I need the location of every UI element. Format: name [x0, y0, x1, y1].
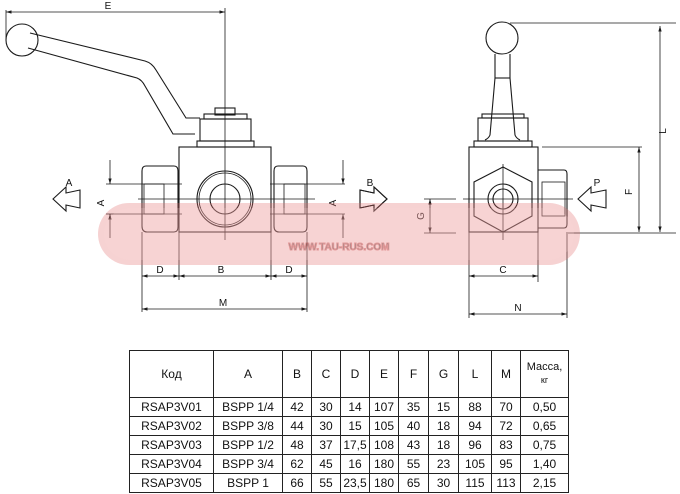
dim-label-a-left: A [96, 199, 107, 206]
col-header-a: A [213, 350, 283, 398]
cell-b: 48 [282, 435, 312, 455]
side-view: L F G P C N [359, 21, 676, 318]
specifications-table: Код A B C D E F G L M Масса, кг RSAP3V01… [129, 350, 569, 493]
cell-m: 113 [491, 473, 521, 493]
cell-mass: 2,15 [520, 473, 569, 493]
mass-label: Масса, [526, 361, 563, 373]
cell-f: 35 [398, 397, 429, 417]
cell-l: 105 [458, 454, 492, 474]
cell-a: BSPP 1/2 [213, 435, 283, 455]
col-header-f: F [398, 350, 429, 398]
watermark-text: WWW.TAU-RUS.COM [289, 242, 390, 253]
cell-d: 14 [340, 397, 370, 417]
cell-g: 18 [428, 416, 459, 436]
cell-code: RSAP3V02 [129, 416, 214, 436]
table-row: RSAP3V02 BSPP 3/8 44 30 15 105 40 18 94 … [129, 416, 569, 436]
table-row: RSAP3V04 BSPP 3/4 62 45 16 180 55 23 105… [129, 454, 569, 474]
front-view: E A [5, 1, 388, 312]
valve-technical-drawing: E A [5, 1, 676, 318]
flow-arrow-b-icon [359, 185, 388, 213]
col-header-m: M [491, 350, 521, 398]
watermark: WWW.TAU-RUS.COM [98, 203, 580, 265]
cell-l: 88 [458, 397, 492, 417]
cell-e: 108 [369, 435, 399, 455]
table-row: RSAP3V03 BSPP 1/2 48 37 17,5 108 43 18 9… [129, 435, 569, 455]
cell-d: 16 [340, 454, 370, 474]
cell-d: 23,5 [340, 473, 370, 493]
cell-c: 45 [311, 454, 341, 474]
cell-b: 62 [282, 454, 312, 474]
cell-b: 44 [282, 416, 312, 436]
dim-label-d-right: D [285, 265, 292, 276]
cell-f: 40 [398, 416, 429, 436]
flow-arrow-p-icon [577, 185, 607, 213]
cell-f: 43 [398, 435, 429, 455]
flow-label-a: A [66, 178, 73, 189]
cell-code: RSAP3V05 [129, 473, 214, 493]
cell-a: BSPP 1/4 [213, 397, 283, 417]
cell-g: 18 [428, 435, 459, 455]
cell-e: 105 [369, 416, 399, 436]
cell-m: 95 [491, 454, 521, 474]
dim-label-c: C [499, 265, 506, 276]
cell-l: 96 [458, 435, 492, 455]
cell-code: RSAP3V03 [129, 435, 214, 455]
cell-mass: 0,75 [520, 435, 569, 455]
col-header-c: C [311, 350, 341, 398]
dim-label-a-right: A [328, 199, 339, 206]
dim-label-l: L [658, 128, 669, 134]
cell-f: 55 [398, 454, 429, 474]
cell-f: 65 [398, 473, 429, 493]
dim-label-b: B [218, 265, 225, 276]
cell-m: 70 [491, 397, 521, 417]
cell-a: BSPP 3/4 [213, 454, 283, 474]
col-header-mass: Масса, кг [520, 350, 569, 398]
cell-d: 15 [340, 416, 370, 436]
cell-g: 30 [428, 473, 459, 493]
cell-c: 30 [311, 416, 341, 436]
dim-label-e: E [105, 1, 112, 12]
flow-arrow-left-icon [52, 185, 81, 213]
col-header-e: E [369, 350, 399, 398]
dim-label-m: M [219, 298, 227, 309]
cell-e: 180 [369, 473, 399, 493]
cell-e: 180 [369, 454, 399, 474]
cell-mass: 0,65 [520, 416, 569, 436]
col-header-code: Код [129, 350, 214, 398]
cell-c: 37 [311, 435, 341, 455]
col-header-l: L [458, 350, 492, 398]
mass-unit: кг [540, 375, 549, 385]
table-row: RSAP3V05 BSPP 1 66 55 23,5 180 65 30 115… [129, 473, 569, 493]
cell-code: RSAP3V01 [129, 397, 214, 417]
col-header-g: G [428, 350, 459, 398]
cell-code: RSAP3V04 [129, 454, 214, 474]
table-header-row: Код A B C D E F G L M Масса, кг [129, 350, 569, 398]
cell-l: 115 [458, 473, 492, 493]
col-header-d: D [340, 350, 370, 398]
cell-c: 30 [311, 397, 341, 417]
dim-label-g: G [416, 212, 427, 220]
cell-a: BSPP 1 [213, 473, 283, 493]
cell-b: 42 [282, 397, 312, 417]
dim-label-f: F [624, 189, 635, 195]
cell-mass: 1,40 [520, 454, 569, 474]
cell-e: 107 [369, 397, 399, 417]
cell-m: 83 [491, 435, 521, 455]
cell-m: 72 [491, 416, 521, 436]
col-header-b: B [282, 350, 312, 398]
table-row: RSAP3V01 BSPP 1/4 42 30 14 107 35 15 88 … [129, 397, 569, 417]
cell-l: 94 [458, 416, 492, 436]
cell-b: 66 [282, 473, 312, 493]
cell-g: 15 [428, 397, 459, 417]
dim-label-d-left: D [156, 265, 163, 276]
dim-label-n: N [514, 303, 521, 314]
flow-label-p: P [594, 178, 601, 189]
cell-a: BSPP 3/8 [213, 416, 283, 436]
cell-mass: 0,50 [520, 397, 569, 417]
cell-g: 23 [428, 454, 459, 474]
cell-d: 17,5 [340, 435, 370, 455]
cell-c: 55 [311, 473, 341, 493]
handle-lever-icon [5, 23, 200, 135]
flow-label-b: B [367, 178, 374, 189]
